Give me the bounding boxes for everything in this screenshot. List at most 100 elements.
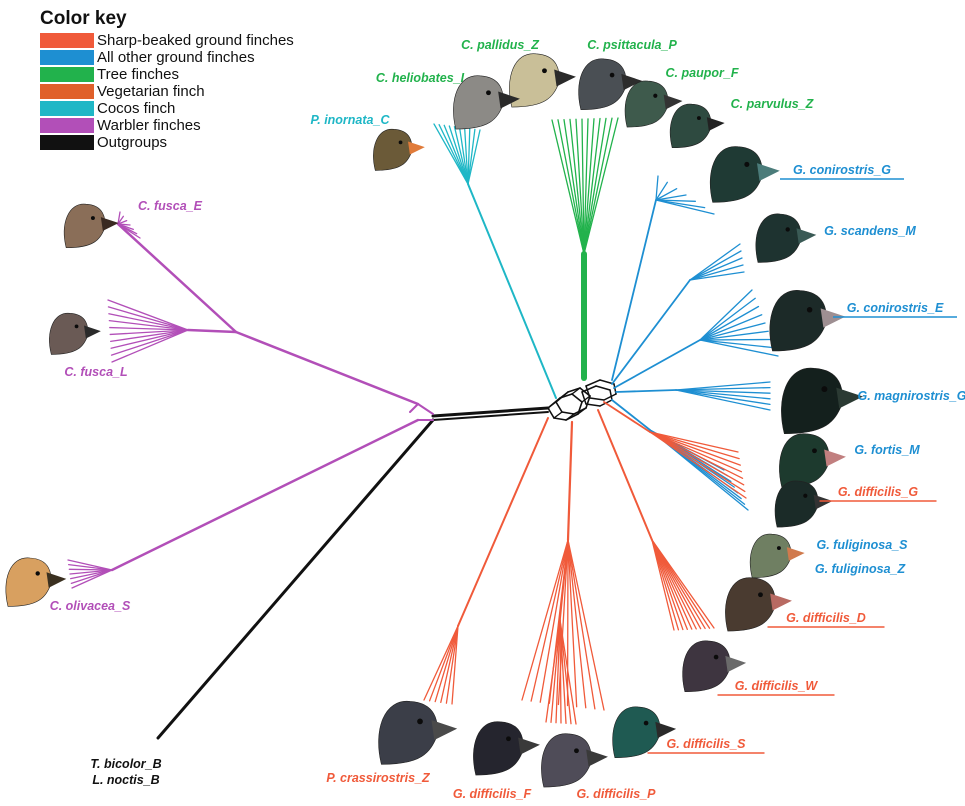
tip-edge [699, 297, 756, 341]
taxon-label: G. difficilis_G [838, 485, 919, 499]
ground-branch [615, 389, 677, 393]
tip-edge [559, 619, 572, 725]
tip-edge [68, 564, 113, 571]
legend-item: Warbler finches [40, 117, 294, 134]
tip-edge [581, 118, 585, 255]
tip-edge [675, 381, 771, 391]
tip-edge [649, 431, 747, 499]
reticulation-edge [589, 397, 605, 401]
bird-head-image [709, 146, 780, 203]
tip-edge [569, 118, 585, 255]
reticulation-edge [609, 389, 613, 401]
legend-swatch [40, 84, 94, 99]
legend-label: Sharp-beaked ground finches [97, 32, 294, 49]
taxon-label: G. difficilis_W [735, 679, 819, 693]
legend-item: Tree finches [40, 66, 294, 83]
tip-edge [453, 126, 469, 185]
bird-head-image [774, 480, 833, 528]
cocos-branch [467, 183, 557, 399]
tip-edge [551, 119, 585, 255]
tip-edge [110, 329, 189, 349]
tip-edge [107, 306, 189, 331]
taxon-label: C. paupor_F [666, 66, 739, 80]
tip-edge [651, 539, 715, 629]
tip-edge [655, 175, 659, 201]
warbler-branch [186, 328, 238, 334]
tip-edge [649, 431, 739, 453]
tip-edge [448, 125, 469, 185]
taxon-label: G. difficilis_P [577, 787, 657, 801]
tip-edge [655, 199, 696, 202]
warbler-branch [116, 222, 238, 334]
tip-edge [70, 569, 113, 580]
tip-edge [675, 389, 771, 406]
bird-head-image [63, 203, 119, 249]
tip-edge [651, 539, 675, 631]
taxon-label: C. olivacea_S [50, 599, 131, 613]
bird-head-image [781, 367, 864, 434]
taxon-label: G. magnirostris_G [857, 389, 965, 403]
tip-edge [559, 619, 562, 724]
taxon-label: G. conirostris_G [793, 163, 891, 177]
tip-edge [583, 118, 589, 255]
tip-edge [110, 329, 189, 356]
taxon-label: G. fuliginosa_S [817, 538, 909, 552]
tip-edge [110, 329, 189, 342]
tip-edge [434, 625, 459, 703]
tip-edge [550, 619, 561, 723]
taxon-label: C. pallidus_Z [461, 38, 540, 52]
legend-swatch [40, 67, 94, 82]
bird-head-image [749, 533, 805, 579]
tip-edge [69, 569, 113, 575]
tip-edge [689, 271, 745, 281]
bird-head-image [49, 312, 101, 355]
reticulation-edge [577, 407, 587, 415]
legend-label: Vegetarian finch [97, 83, 205, 100]
tip-edge [651, 539, 684, 631]
reticulation-edge [603, 393, 617, 401]
tip-edge [467, 129, 481, 185]
ground-branch [611, 399, 651, 431]
tip-edge [655, 181, 668, 201]
tip-edge [699, 330, 769, 341]
network-edges [67, 117, 779, 740]
tip-edge [70, 569, 113, 584]
bird-head-image [624, 80, 683, 128]
tip-edge [655, 188, 678, 201]
tip-edge [545, 619, 561, 723]
legend-swatch [40, 118, 94, 133]
warbler-branch [234, 330, 420, 406]
tip-edge [559, 619, 577, 725]
reticulation-edge [585, 385, 591, 399]
tip-edge [583, 117, 607, 255]
tip-edge [575, 118, 585, 255]
bird-head-image [5, 557, 67, 607]
reticulation-edge [547, 401, 557, 409]
bird-head-image [682, 640, 747, 693]
tip-edge [689, 257, 743, 281]
internal-edge [432, 411, 549, 421]
bird-head-images [5, 53, 864, 788]
tip-edge [107, 299, 189, 331]
sharp-branch [603, 401, 651, 433]
tip-edge [675, 389, 771, 411]
reticulation-edge [585, 403, 601, 407]
taxon-label: C. heliobates_I [376, 71, 465, 85]
reticulation-edge [547, 407, 555, 419]
tip-edge [443, 124, 469, 185]
reticulation-edge [581, 391, 587, 405]
legend-item: Vegetarian finch [40, 83, 294, 100]
tip-edge [699, 339, 779, 357]
taxon-label: G. difficilis_S [667, 737, 747, 751]
reticulation-edge [581, 395, 591, 403]
tip-edge [117, 211, 121, 225]
tip-edge [109, 326, 189, 331]
taxon-label: C. fusca_L [64, 365, 127, 379]
bird-head-image [473, 721, 540, 776]
reticulation-edge [561, 411, 575, 415]
legend-swatch [40, 101, 94, 116]
legend-label: Warbler finches [97, 117, 201, 134]
ground-branch [611, 279, 691, 385]
legend-item: Sharp-beaked ground finches [40, 32, 294, 49]
